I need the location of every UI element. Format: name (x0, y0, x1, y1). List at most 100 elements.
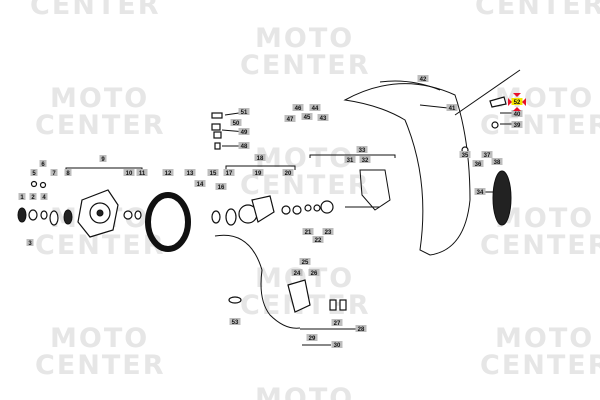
callout-number: 15 (210, 171, 217, 177)
callout-number: 21 (305, 230, 312, 236)
callout-34: 34 (474, 188, 486, 196)
callout-number: 43 (320, 116, 327, 122)
svg-text:CENTER: CENTER (30, 0, 161, 21)
callout-21: 21 (302, 228, 314, 236)
callout-badge (511, 110, 523, 117)
callout-42: 42 (417, 75, 429, 83)
callout-badge (238, 142, 250, 149)
fender-and-fork (343, 69, 521, 256)
svg-text:MOTO: MOTO (255, 23, 354, 54)
callout-3: 3 (26, 239, 34, 247)
callout-badge (39, 160, 47, 167)
callout-14: 14 (194, 180, 206, 188)
svg-text:CENTER: CENTER (480, 230, 600, 261)
callout-number: 47 (287, 117, 294, 123)
hub-parts (17, 180, 334, 252)
callout-29: 29 (306, 334, 318, 342)
callout-number: 46 (295, 106, 302, 112)
callout-11: 11 (136, 169, 148, 177)
callout-23: 23 (322, 228, 334, 236)
callout-9: 9 (99, 155, 107, 163)
callout-18: 18 (254, 154, 266, 162)
svg-text:CENTER: CENTER (475, 0, 600, 21)
callout-badge (123, 169, 135, 176)
callout-39: 39 (511, 121, 523, 129)
callout-badge (301, 113, 313, 120)
callout-number: 50 (233, 121, 240, 127)
callout-badge (474, 188, 486, 195)
callout-number: 35 (462, 153, 469, 159)
callout-number: 41 (449, 106, 456, 112)
svg-text:MOTO: MOTO (495, 203, 594, 234)
callout-22: 22 (312, 236, 324, 244)
callout-number: 34 (477, 190, 484, 196)
callout-33: 33 (356, 146, 368, 154)
callout-badge (254, 154, 266, 161)
callout-number: 49 (241, 130, 248, 136)
front-fender (343, 83, 471, 256)
callout-number: 24 (294, 271, 301, 277)
highlight-arrows-icon (508, 93, 526, 111)
callout-5: 5 (30, 169, 38, 177)
callout-badge (162, 169, 174, 176)
callout-number: 26 (311, 271, 318, 277)
callout-number: 9 (101, 157, 105, 163)
callout-badge (29, 193, 37, 200)
callout-number: 38 (494, 160, 501, 166)
callout-number: 31 (347, 158, 354, 164)
callout-number: 23 (325, 230, 332, 236)
callout-badge (511, 98, 523, 105)
callout-badge (312, 236, 324, 243)
callout-badge (302, 228, 314, 235)
svg-text:CENTER: CENTER (35, 350, 166, 381)
callout-47: 47 (284, 115, 296, 123)
callout-badge (491, 158, 503, 165)
callout-badge (136, 169, 148, 176)
callout-number: 30 (334, 343, 341, 349)
callout-number: 40 (514, 112, 521, 118)
callout-badge (331, 341, 343, 348)
callout-badge (284, 115, 296, 122)
svg-text:MOTO: MOTO (255, 383, 354, 400)
callout-badge (229, 318, 241, 325)
callout-1: 1 (18, 193, 26, 201)
callout-27: 27 (331, 319, 343, 327)
callout-badge (356, 146, 368, 153)
callout-badge (459, 151, 471, 158)
callout-number: 42 (420, 77, 427, 83)
callout-10: 10 (123, 169, 135, 177)
callout-number: 29 (309, 336, 316, 342)
svg-text:CENTER: CENTER (480, 110, 600, 141)
callout-number: 17 (226, 171, 233, 177)
callout-badge (99, 155, 107, 162)
callout-12: 12 (162, 169, 174, 177)
callout-number: 16 (218, 185, 225, 191)
callout-badge (511, 121, 523, 128)
callout-badge (446, 104, 458, 111)
callout-number: 11 (139, 171, 146, 177)
callout-25: 25 (299, 258, 311, 266)
callout-number: 7 (52, 171, 56, 177)
callout-badge (238, 108, 250, 115)
callout-number: 33 (359, 148, 366, 154)
callout-badge (282, 169, 294, 176)
callout-number: 48 (241, 144, 248, 150)
callout-40: 40 (511, 110, 523, 118)
callout-51: 51 (238, 108, 250, 116)
callout-badge (215, 183, 227, 190)
svg-text:CENTER: CENTER (480, 350, 600, 381)
callout-45: 45 (301, 113, 313, 121)
callout-badge (331, 319, 343, 326)
callout-badge (194, 180, 206, 187)
callout-number: 6 (41, 162, 45, 168)
fender-trim (379, 80, 441, 91)
callout-badge (355, 325, 367, 332)
callout-number: 20 (285, 171, 292, 177)
svg-text:MOTO: MOTO (50, 323, 149, 354)
callout-number: 14 (197, 182, 204, 188)
callout-8: 8 (64, 169, 72, 177)
callout-badge (292, 104, 304, 111)
callout-13: 13 (184, 169, 196, 177)
